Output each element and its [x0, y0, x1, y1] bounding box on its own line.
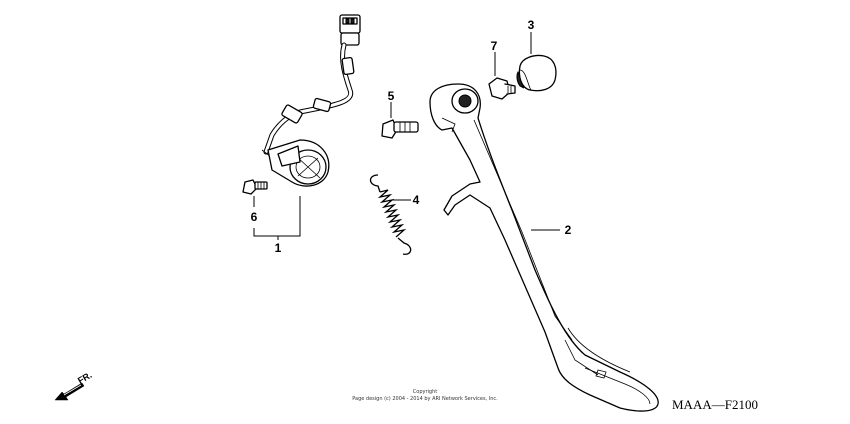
- side-stand-switch: [261, 14, 361, 187]
- callout-2: 2: [565, 223, 572, 237]
- callout-7: 7: [491, 39, 498, 53]
- switch-connector: [339, 14, 361, 46]
- switch-wire: [263, 42, 354, 155]
- callout-3: 3: [528, 18, 535, 32]
- pivot-bolt-part-5: [381, 119, 419, 139]
- bolt-part-6: [242, 179, 268, 195]
- copyright-title: Copyright: [413, 389, 437, 395]
- callout-4: 4: [413, 193, 420, 207]
- cap-part-3: [516, 54, 557, 92]
- front-direction-label: FR.: [76, 370, 94, 386]
- callout-1: 1: [275, 241, 282, 255]
- diagram-code: MAAA—F2100: [672, 397, 758, 412]
- front-direction-arrow-icon: [54, 382, 85, 401]
- copyright-notice: Page design (c) 2004 - 2014 by ARI Netwo…: [352, 396, 498, 402]
- side-stand-part-2: [429, 83, 659, 412]
- nut-part-7: [488, 77, 516, 100]
- spring-part-4: [369, 174, 412, 255]
- callout-5: 5: [388, 89, 395, 103]
- callout-6: 6: [251, 210, 258, 224]
